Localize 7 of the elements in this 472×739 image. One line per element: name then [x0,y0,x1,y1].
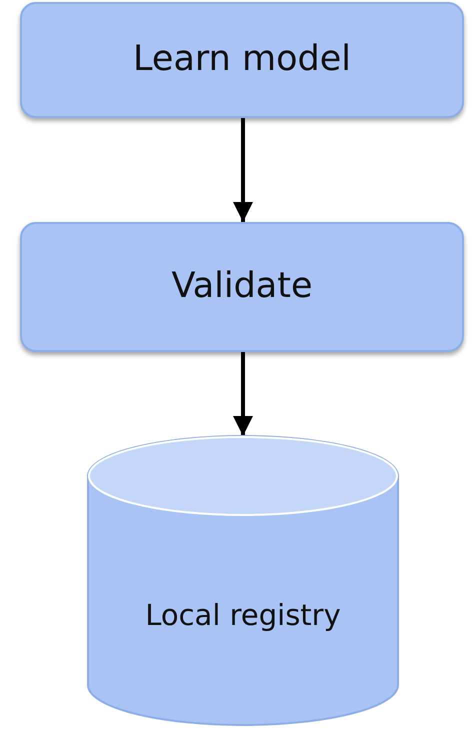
process-box [20,222,464,352]
cylinder-label: Local registry [145,597,341,634]
box-label: Learn model [133,38,351,82]
arrow [233,352,253,436]
box-label: Validate [171,265,313,308]
process-box [20,2,464,118]
arrow [233,118,253,222]
